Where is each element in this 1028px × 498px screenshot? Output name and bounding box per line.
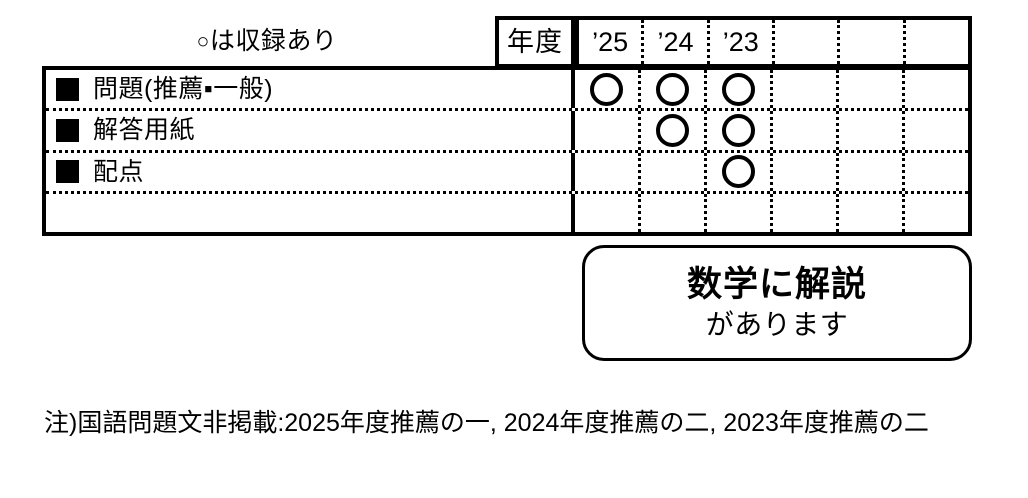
mark-cell-1: [638, 193, 704, 232]
year-column-0: ’25: [592, 26, 629, 57]
circle-mark-icon: [590, 72, 623, 106]
mark-cell-2: [704, 193, 770, 232]
mark-cell-1: [638, 70, 704, 109]
mark-cell-4: [836, 152, 902, 191]
filled-square-icon: [56, 118, 79, 142]
mark-cell-5: [902, 193, 968, 232]
year-column-1: ’24: [641, 20, 706, 64]
row-label: 配点: [93, 157, 145, 186]
mark-cell-0: [575, 153, 638, 191]
circle-legend-icon: ○: [196, 30, 210, 53]
year-column-5: [902, 20, 968, 64]
mark-cell-3: [770, 70, 836, 109]
mark-cell-0: [575, 194, 638, 232]
callout-line-1: 数学に解説: [686, 265, 867, 304]
circle-mark-icon: [722, 113, 755, 147]
mark-cell-3: [770, 193, 836, 232]
legend-caption-text: は収録あり: [209, 27, 338, 55]
mark-cell-0: [575, 111, 638, 149]
circle-mark-icon: [656, 113, 689, 147]
table-row: 配点: [46, 152, 968, 194]
year-columns-header: ’25 ’24 ’23: [575, 16, 972, 68]
circle-mark-icon: [722, 155, 755, 189]
year-header-box: 年度: [495, 16, 575, 68]
footnote-text: 注)国語問題文非掲載:2025年度推薦の一, 2024年度推薦の二, 2023年…: [44, 409, 929, 437]
mark-cell-0: [575, 70, 638, 108]
commentary-callout: 数学に解説 があります: [582, 245, 972, 361]
circle-mark-icon: [722, 72, 755, 106]
mark-cell-5: [902, 70, 968, 109]
row-marks: [575, 111, 968, 150]
year-column-2: ’23: [706, 20, 772, 64]
row-label: 問題(推薦▪一般): [93, 75, 274, 104]
circle-mark-icon: [656, 72, 689, 106]
filled-square-icon: [56, 160, 79, 184]
table-row: 解答用紙: [46, 111, 968, 153]
mark-cell-3: [770, 152, 836, 191]
row-marks: [575, 152, 968, 191]
mark-cell-4: [836, 70, 902, 109]
year-header-label: 年度: [507, 26, 563, 57]
row-label-cell: 問題(推薦▪一般): [46, 70, 575, 109]
mark-cell-2: [704, 70, 770, 109]
table-row: [46, 193, 968, 232]
mark-cell-2: [704, 111, 770, 150]
mark-cell-1: [638, 111, 704, 150]
legend-caption: ○は収録あり: [42, 26, 492, 57]
row-label-cell: 配点: [46, 152, 575, 191]
callout-line-2: があります: [705, 309, 849, 340]
mark-cell-5: [902, 152, 968, 191]
year-column-4: [837, 20, 902, 64]
row-label-cell: 解答用紙: [46, 111, 575, 150]
mark-cell-4: [836, 193, 902, 232]
mark-cell-5: [902, 111, 968, 150]
contents-table: 問題(推薦▪一般) 解答用紙 配点: [42, 66, 972, 236]
mark-cell-3: [770, 111, 836, 150]
filled-square-icon: [56, 77, 79, 101]
mark-cell-2: [704, 152, 770, 191]
row-marks: [575, 193, 968, 232]
mark-cell-4: [836, 111, 902, 150]
row-label: 解答用紙: [93, 116, 196, 145]
row-marks: [575, 70, 968, 109]
row-label-cell: [46, 193, 575, 232]
year-column-3: [771, 20, 837, 64]
mark-cell-1: [638, 152, 704, 191]
table-row: 問題(推薦▪一般): [46, 70, 968, 112]
